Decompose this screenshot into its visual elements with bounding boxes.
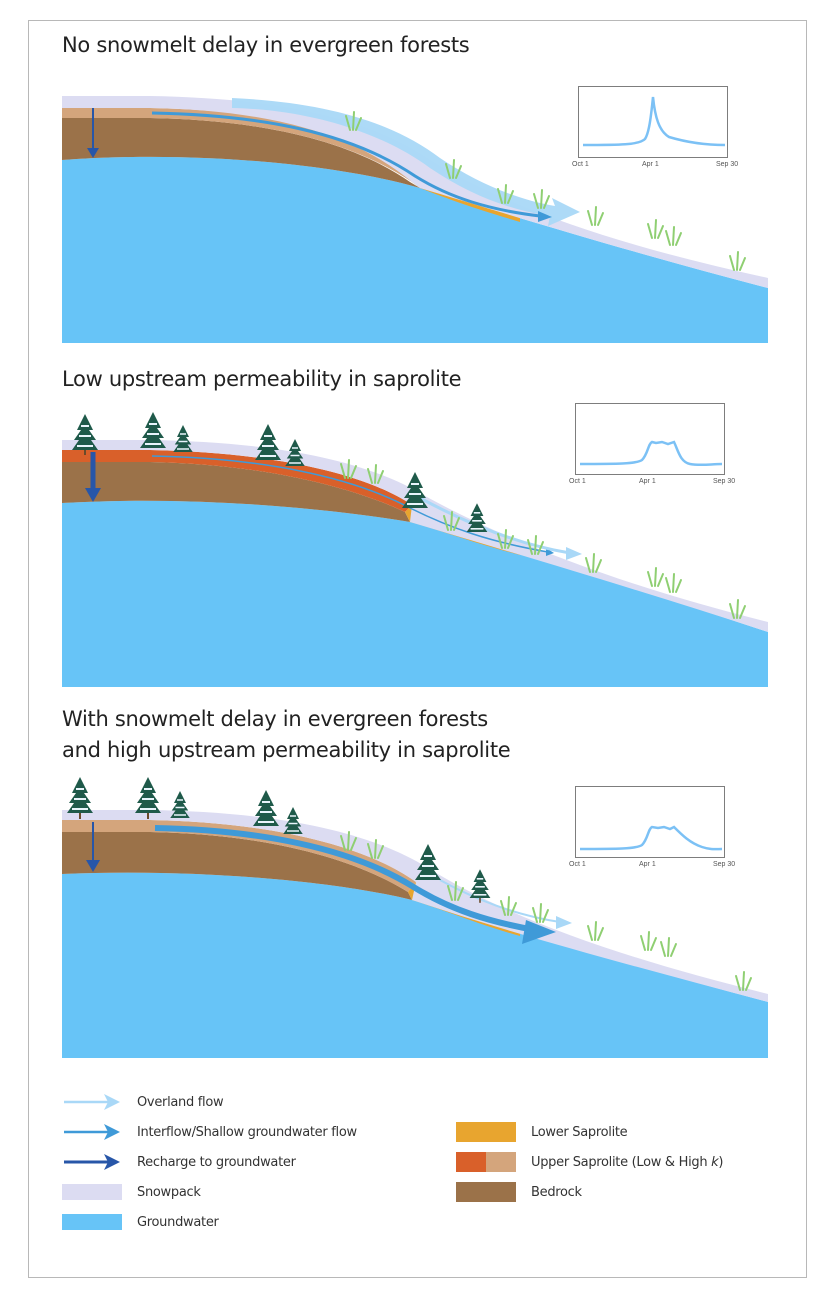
hydrograph-frame [578,86,728,158]
panel-2-cross-section [62,412,768,687]
lower-saprolite-swatch [456,1122,516,1142]
snowpack-layer [62,96,768,288]
panel-1-cross-section [62,96,768,343]
grass-icons [345,111,746,271]
tick-oct1: Oct 1 [569,478,586,485]
hydrograph-line [579,825,723,851]
legend-item-overland-flow: Overland flow [62,1090,224,1114]
tick-apr1: Apr 1 [639,861,656,868]
tick-apr1: Apr 1 [639,478,656,485]
tick-oct1: Oct 1 [572,161,589,168]
tick-sep30: Sep 30 [716,161,739,168]
panel-3-title-line-2: and high upstream permeability in saprol… [62,738,511,762]
upper-saprolite-label: Upper Saprolite (Low & High k) [531,1155,723,1170]
snowpack-swatch [62,1184,122,1200]
panel-2-title: Low upstream permeability in saprolite [62,367,462,391]
interflow-arrow [154,825,536,933]
upper-saprolite-label-text: Upper Saprolite (Low & High [531,1154,712,1170]
tree-icons [72,412,488,532]
legend-item-lower-saprolite: Lower Saprolite [456,1120,628,1144]
overland-flow-arrow-icon [62,1094,122,1110]
tick-sep30: Sep 30 [713,478,736,485]
legend-item-snowpack: Snowpack [62,1180,201,1204]
panel-3-cross-section [62,777,768,1058]
hydrograph-line [582,96,726,147]
legend-item-bedrock: Bedrock [456,1180,582,1204]
bedrock-layer [62,118,420,188]
interflow-arrow [151,455,549,553]
tick-apr1: Apr 1 [642,161,659,168]
upper-saprolite-label-end: ) [718,1154,724,1170]
groundwater-body [62,872,768,1058]
groundwater-body [62,156,768,343]
legend-item-interflow: Interflow/Shallow groundwater flow [62,1120,357,1144]
bedrock-layer [62,832,412,900]
bedrock-swatch [456,1182,516,1202]
upper-saprolite-high-k-swatch [486,1152,516,1172]
overland-flow-arrow [419,496,571,555]
snowpack-layer [62,810,768,1002]
groundwater-body [62,500,768,687]
grass-icons [340,459,746,619]
interflow-arrow [151,111,541,218]
bedrock-layer [62,462,410,522]
overland-flow-arrow [439,879,561,923]
hydrograph-frame [575,403,725,475]
upper-saprolite-layer [62,108,420,182]
k-symbol: k [711,1154,719,1170]
recharge-arrow-icon [62,1154,122,1170]
overland-flow-arrow [232,98,580,226]
grass-icons [340,831,752,991]
hydrograph-frame [575,786,725,858]
upper-saprolite-swatch [456,1152,516,1172]
groundwater-swatch [62,1214,122,1230]
legend-item-upper-saprolite: Upper Saprolite (Low & High k) [456,1150,723,1174]
legend-item-groundwater: Groundwater [62,1210,219,1234]
legend-item-recharge: Recharge to groundwater [62,1150,296,1174]
hydrograph-line [579,440,723,467]
interflow-arrow-icon [62,1124,122,1140]
legend: Overland flow Interflow/Shallow groundwa… [62,1088,792,1258]
tick-oct1: Oct 1 [569,861,586,868]
upper-saprolite-low-k-swatch [456,1152,486,1172]
tick-sep30: Sep 30 [713,861,736,868]
tree-icons [67,777,491,903]
panel-3-title-line-1: With snowmelt delay in evergreen forests [62,707,488,731]
panel-1-title: No snowmelt delay in evergreen forests [62,33,470,57]
